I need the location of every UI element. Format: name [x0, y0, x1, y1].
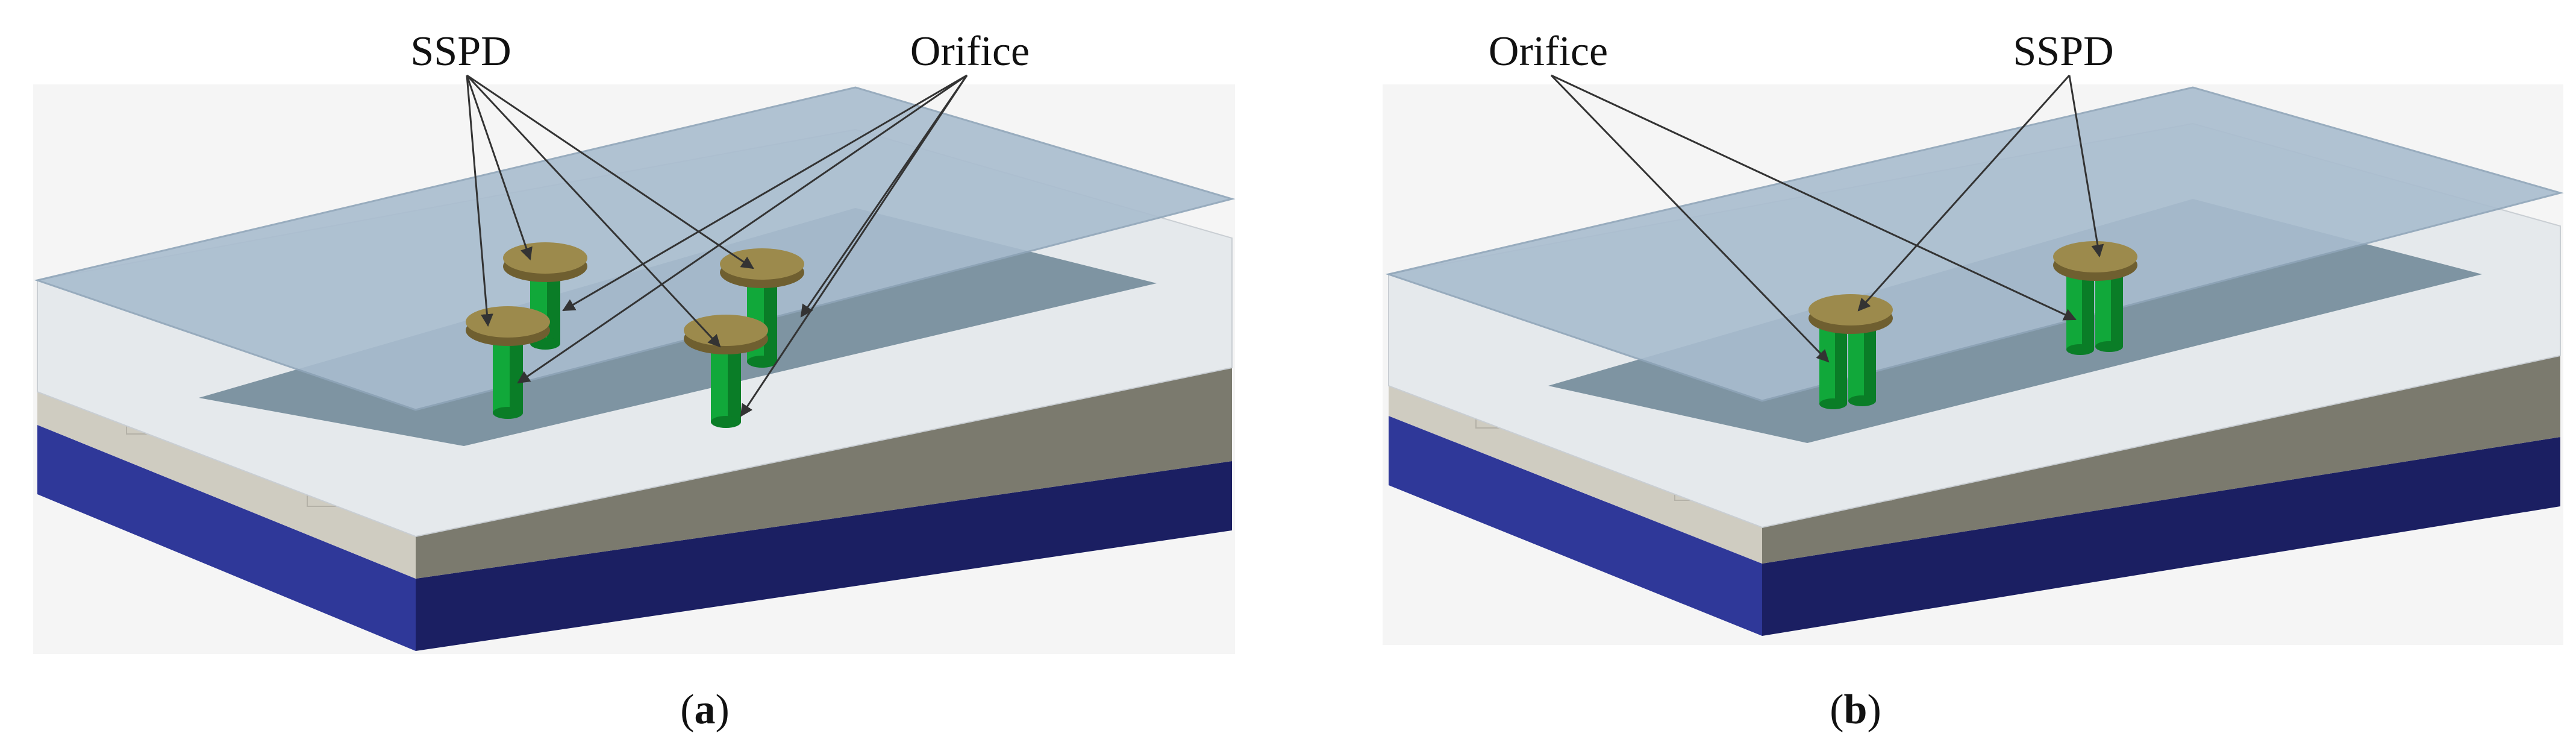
- panel-b-sspd-arrow-1: [1857, 74, 2071, 312]
- panel-a-sspd-arrow-1: [466, 75, 533, 260]
- panel-b-orifice-arrow-1: [1550, 74, 1830, 363]
- panel-b-label-left: Orifice: [1489, 28, 1608, 75]
- panel-b: Orifice SSPD (b): [1383, 28, 2564, 733]
- panel-b-label-right: SSPD: [2013, 28, 2113, 75]
- panel-b-soil-right: [1762, 356, 2560, 564]
- panel-b-orifice-arrow-2: [1551, 74, 2077, 321]
- panel-b-sspd-arrow-2: [2068, 75, 2104, 258]
- panel-a-water-top: [34, 86, 1236, 411]
- panel-a-caption-letter: a: [695, 687, 716, 733]
- panel-b-base-right: [1762, 437, 2560, 636]
- panel-b-device-2: [2053, 241, 2137, 355]
- panel-a-orifice-arrow-2: [517, 74, 968, 384]
- panel-a-soil-right: [416, 368, 1232, 579]
- panel-a-callout-arrows: [466, 74, 968, 417]
- panel-b-soil-front: [1389, 386, 1762, 564]
- panel-b-callout-arrows: [1550, 74, 2104, 363]
- panel-a-caption: (a): [680, 687, 730, 733]
- panel-a-base-front: [37, 425, 416, 651]
- panel-a-base-right: [416, 461, 1232, 651]
- panel-b-base-front: [1389, 416, 1762, 636]
- panel-a-orifice-arrow-4: [740, 75, 968, 417]
- panel-a-sspd-arrow-3: [466, 74, 754, 269]
- panel-b-water-top: [1385, 86, 2564, 402]
- panel-b-device-1: [1809, 294, 1893, 409]
- panel-a-label-left: SSPD: [410, 28, 511, 75]
- panel-a: SSPD Orifice (a): [33, 28, 1236, 733]
- panel-a-device-3: [720, 248, 804, 368]
- panel-a-sspd-arrow-2: [466, 75, 493, 327]
- panel-a-sspd-arrow-4: [466, 74, 721, 348]
- panel-b-caption: (b): [1830, 687, 1881, 733]
- panel-b-caption-letter: b: [1844, 687, 1868, 733]
- panel-a-soil-front: [37, 392, 416, 579]
- panel-a-orifice-arrow-1: [562, 74, 968, 312]
- panel-a-label-right: Orifice: [910, 28, 1030, 75]
